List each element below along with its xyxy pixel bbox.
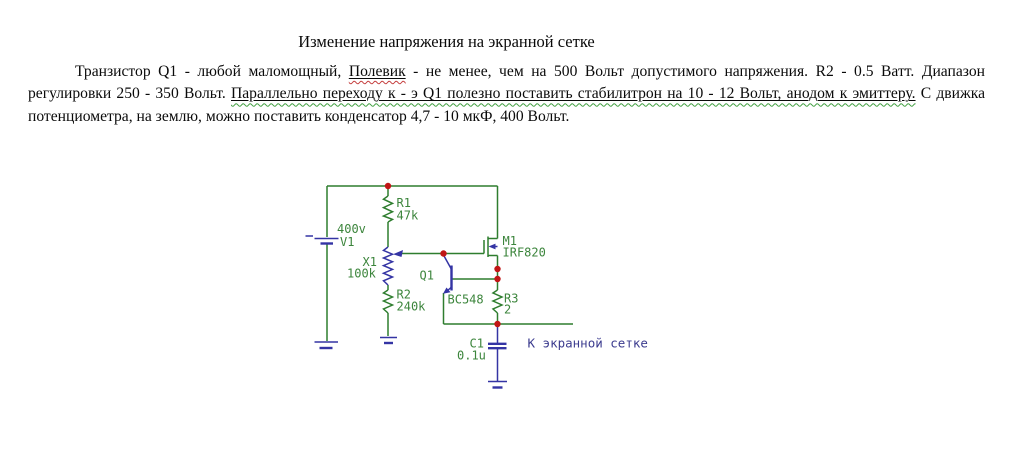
label-r2-ref: R2 <box>397 288 411 302</box>
label-m1-ref: M1 <box>503 234 517 248</box>
label-r1-value: 47k <box>397 209 419 223</box>
output-net-label: К экранной сетке <box>528 336 648 351</box>
transistor-q1-symbol <box>442 254 453 294</box>
green-squiggle-text: Параллельно переходу к - э Q1 полезно по… <box>231 85 916 103</box>
junction-dots <box>384 182 501 328</box>
junction-dot <box>384 182 392 190</box>
label-q1-ref: Q1 <box>420 269 434 283</box>
junction-dot <box>494 275 501 283</box>
mosfet-m1-symbol <box>483 236 498 257</box>
label-v1-value: 400v <box>337 222 366 236</box>
bjt-emitter-arrow-icon <box>443 287 451 294</box>
junction-dot <box>494 320 501 328</box>
resistor-r2-zigzag <box>381 289 395 314</box>
paragraph-text-2: - не менее, чем на 500 Вольт допустимого… <box>28 63 986 103</box>
label-r3-value: 2 <box>504 303 511 317</box>
red-squiggle-text: Полевик <box>348 63 406 80</box>
wiper-arrow-icon <box>393 250 403 257</box>
misspelled-word-underlined: Полевик <box>349 63 406 80</box>
resistor-r3-symbol <box>491 289 504 314</box>
paragraph-text-3: С движка потенциометра, на землю, можно … <box>28 85 986 125</box>
label-x1-value: 100k <box>347 267 377 281</box>
component-labels: R1 47k 400v V1 X1 100k R2 240k M1 IRF820… <box>337 196 648 363</box>
document-title: Изменение напряжения на экранной сетке <box>298 32 595 51</box>
resistor-r1-symbol <box>381 195 395 223</box>
mosfet-arrow-icon <box>488 243 496 250</box>
resistor-r2-symbol <box>380 289 397 345</box>
junction-dot <box>494 265 501 273</box>
label-r2-value: 240k <box>397 300 427 314</box>
potentiometer-zigzag <box>381 246 395 286</box>
grammar-flagged-phrase-underlined: Параллельно переходу к - э Q1 полезно по… <box>231 85 916 102</box>
label-c1-ref: C1 <box>470 337 484 351</box>
document-paragraph: Транзистор Q1 - любой маломощный, Полеви… <box>28 61 985 128</box>
label-r3-ref: R3 <box>504 292 518 306</box>
label-c1-value: 0.1u <box>457 349 486 363</box>
wires <box>326 185 573 341</box>
label-r1-ref: R1 <box>397 196 411 210</box>
junction-dot <box>440 250 447 257</box>
label-x1-ref: X1 <box>363 255 377 269</box>
label-m1-value: IRF820 <box>503 246 546 260</box>
paragraph-text-1: Транзистор Q1 - любой маломощный, <box>75 63 349 80</box>
bjt-collector-lead <box>442 254 452 269</box>
capacitor-c1-symbol <box>488 324 507 389</box>
potentiometer-x1-symbol <box>381 246 403 286</box>
label-q1-value: BC548 <box>448 293 484 307</box>
battery-v1-symbol <box>305 235 339 350</box>
label-v1-ref: V1 <box>340 235 354 249</box>
